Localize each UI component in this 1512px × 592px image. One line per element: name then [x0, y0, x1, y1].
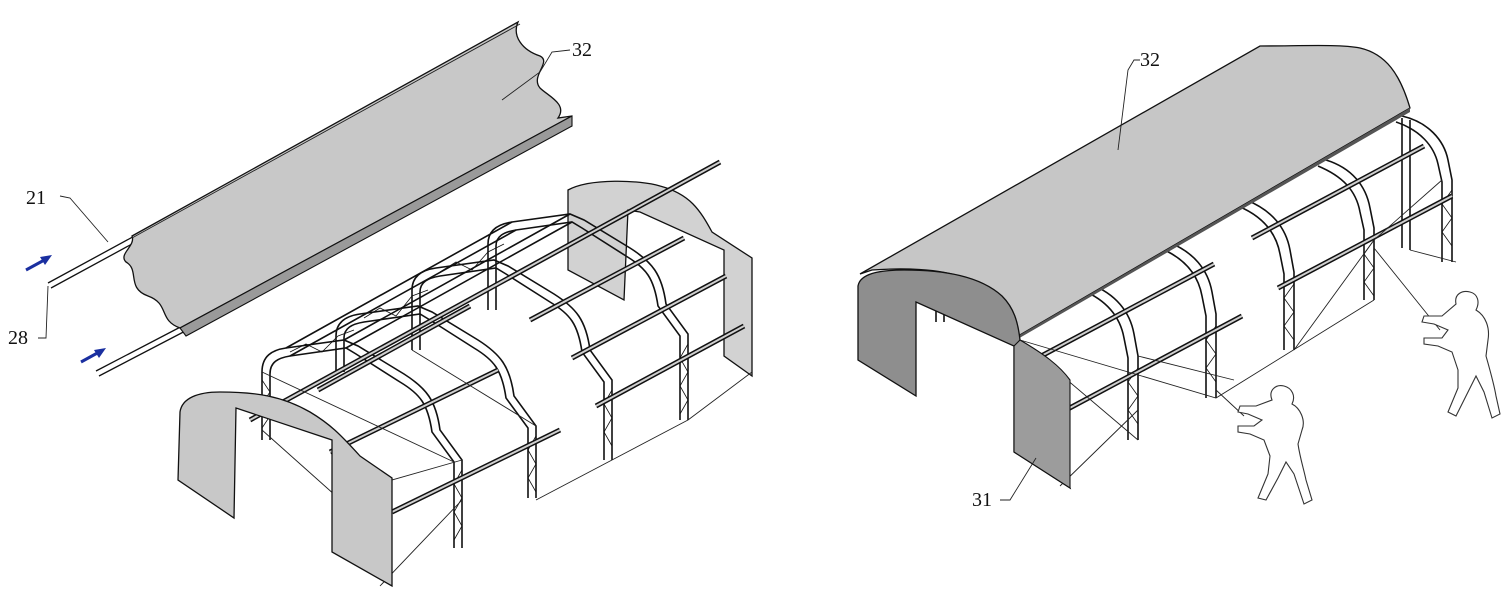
right-purlin-beams — [1028, 143, 1454, 413]
purlin-beams — [248, 159, 746, 515]
right-figure: 32 31 — [857, 44, 1501, 511]
end-wall-label: 31 — [972, 489, 992, 511]
arrow-icon — [25, 255, 52, 272]
rod-bottom — [95, 321, 194, 377]
far-end-wall — [567, 180, 753, 378]
sleeve-label: 28 — [8, 327, 28, 349]
front-end-wall — [177, 391, 393, 588]
right-leader-lines — [1000, 59, 1140, 501]
arrow-icon — [80, 348, 106, 364]
person-figure — [1237, 385, 1313, 505]
roof-cover-panel — [123, 20, 573, 337]
roof-cover-label: 32 — [1140, 49, 1160, 71]
person-figure — [1421, 290, 1501, 419]
rod-label: 21 — [26, 187, 46, 209]
leader-lines — [38, 49, 571, 339]
rod-top — [47, 232, 144, 289]
truss-frame — [261, 213, 689, 548]
end-wall-front — [857, 269, 1072, 490]
left-figure: 32 21 28 — [8, 20, 753, 588]
cover-label: 32 — [572, 39, 592, 61]
right-bracing-cables — [1019, 179, 1457, 487]
